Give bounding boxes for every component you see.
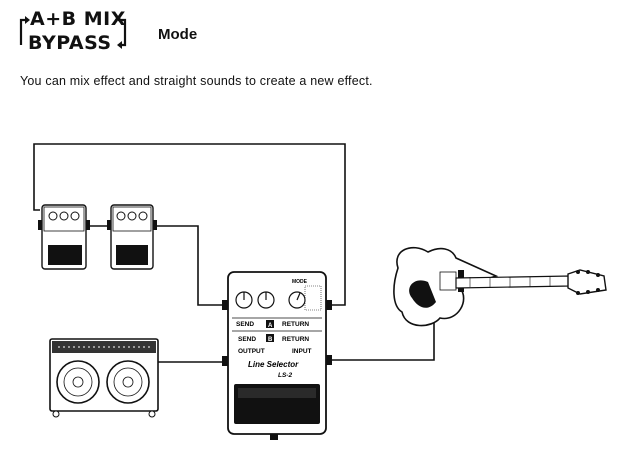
- mode-symbol-top-text: A+B MIX: [30, 8, 126, 30]
- line-selector-ls2: MODE SEND A RETURN SEND B RETURN OUTPUT …: [222, 271, 332, 440]
- effect-pedal-2: [107, 204, 157, 270]
- ls2-output-label: OUTPUT: [238, 348, 265, 355]
- ls2-send-a-label: SEND: [236, 321, 254, 328]
- description-text: You can mix effect and straight sounds t…: [20, 74, 373, 88]
- ls2-b-label: B: [268, 337, 273, 343]
- amplifier: [49, 338, 159, 418]
- effect-pedal-1: [38, 204, 90, 270]
- electric-guitar: [393, 246, 607, 327]
- mode-label: Mode: [158, 26, 198, 43]
- ls2-input-label: INPUT: [292, 348, 312, 355]
- ls2-a-label: A: [268, 323, 273, 329]
- mode-symbol-bottom-text: BYPASS: [28, 32, 112, 54]
- ls2-return-a-label: RETURN: [282, 321, 309, 328]
- ls2-mode-title: MODE: [292, 279, 308, 285]
- mode-arrows-icon: [19, 16, 127, 49]
- ls2-brand-label: Line Selector: [248, 360, 299, 369]
- ls2-return-b-label: RETURN: [282, 336, 309, 343]
- ls2-model-label: LS-2: [278, 372, 292, 379]
- ls2-send-b-label: SEND: [238, 336, 256, 343]
- mode-symbol: A+B MIX BYPASS: [12, 6, 152, 58]
